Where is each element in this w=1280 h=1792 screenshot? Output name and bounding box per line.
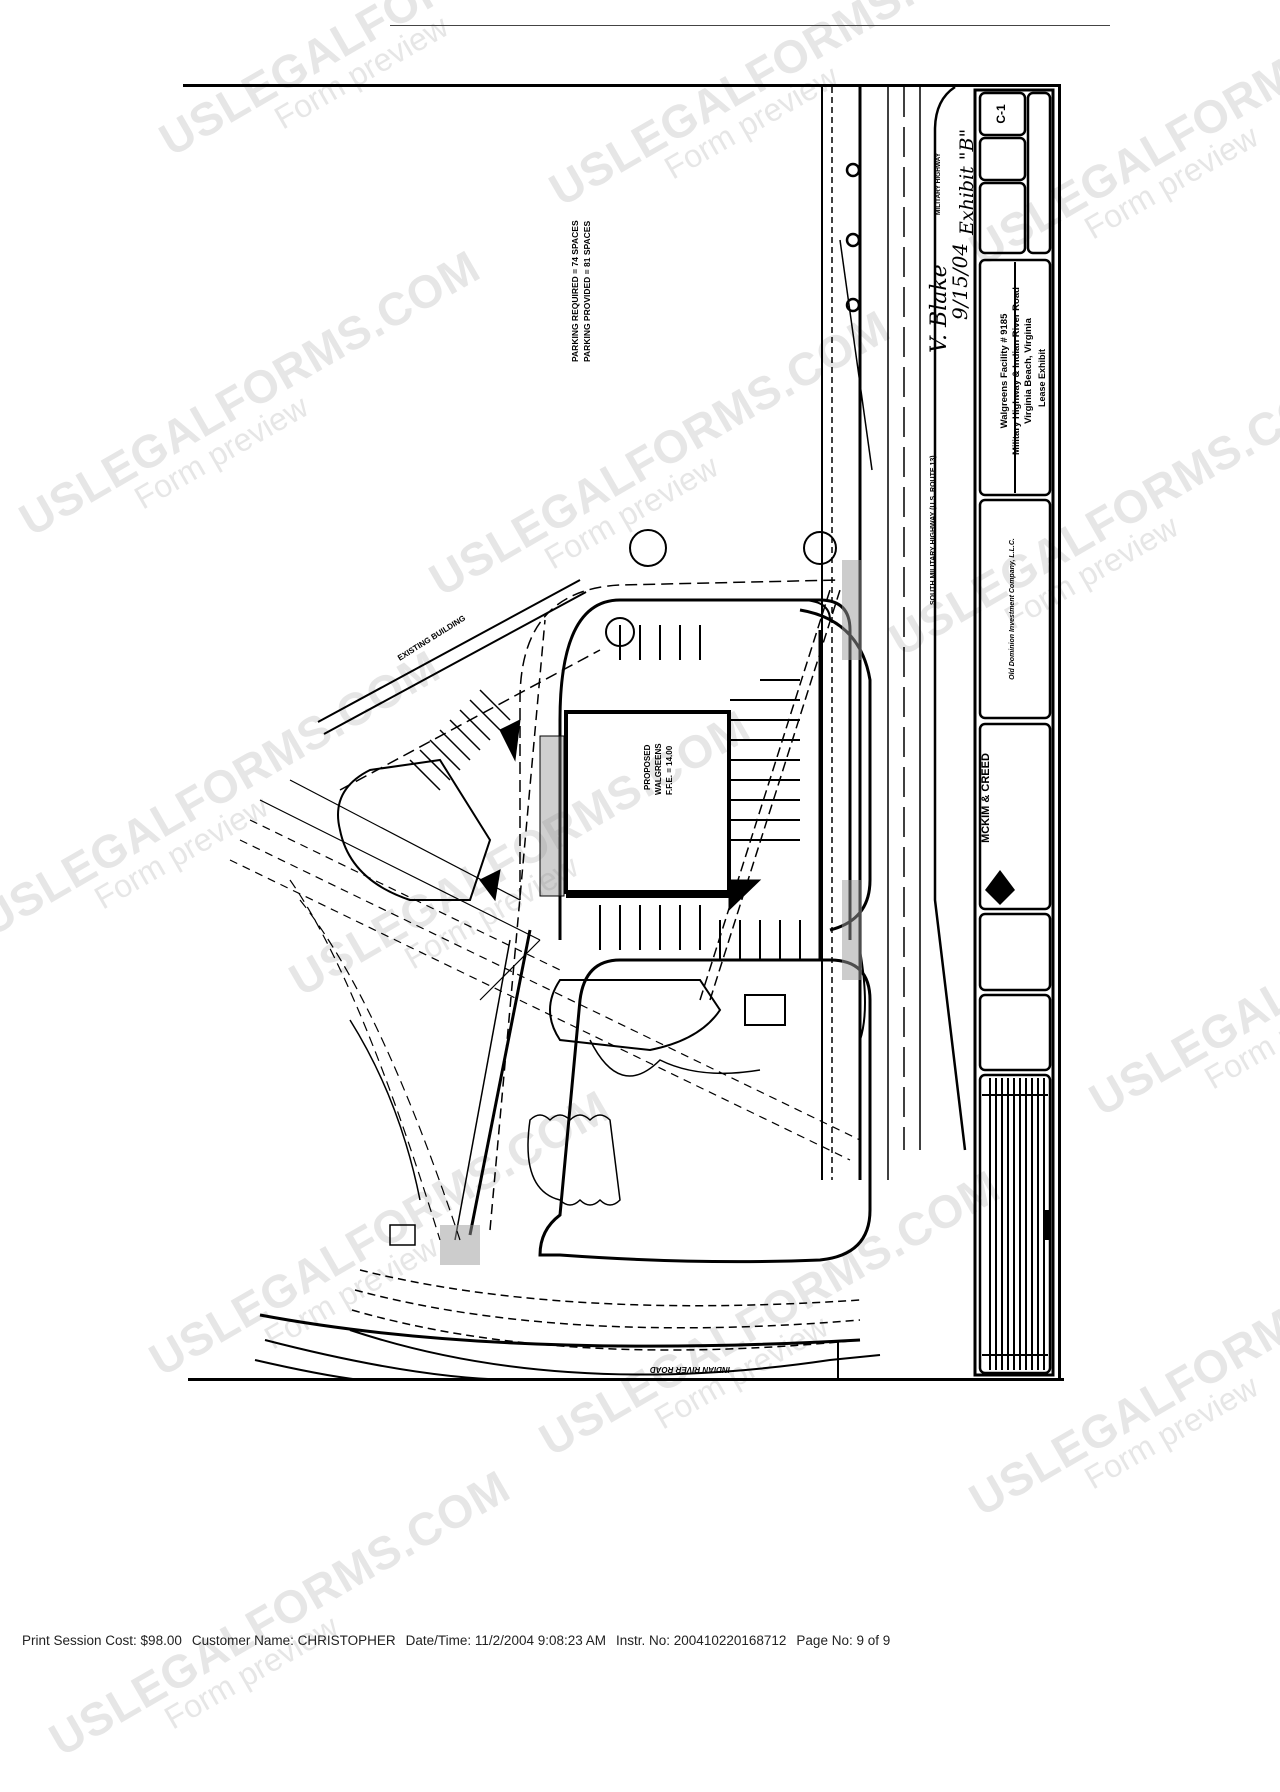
exhibit-annotation: Exhibit "B" [956, 128, 978, 235]
mckim-creed-logo-icon [985, 870, 1015, 905]
building-label-line3: F.F.E. = 14.00 [665, 745, 674, 795]
footer-cost: Print Session Cost: $98.00 [22, 1633, 182, 1648]
sheet-number: C-1 [994, 104, 1008, 124]
footer-customer: Customer Name: CHRISTOPHER [191, 1633, 396, 1648]
print-session-footer: Print Session Cost: $98.00 Customer Name:… [22, 1633, 900, 1648]
client-name: Old Dominion Investment Company, L.L.C. [1009, 538, 1016, 680]
drawing-frame-right [1058, 84, 1061, 1380]
project-title-line2: Military Highway & Indian River Road [1011, 287, 1022, 455]
building-label-line1: PROPOSED [643, 744, 652, 790]
footer-datetime: Date/Time: 11/2/2004 9:08:23 AM [405, 1633, 607, 1648]
drawing-title: Lease Exhibit [1037, 348, 1047, 408]
drawing-frame-bottom [188, 1378, 1064, 1381]
footer-instr: Instr. No: 200410220168712 [616, 1633, 787, 1648]
road-label-military-highway: MILITARY HIGHWAY [935, 152, 942, 215]
parking-required-note: PARKING REQUIRED = 74 SPACES [570, 220, 580, 362]
building-label-line2: WALGREENS [654, 743, 663, 795]
road-label-south-military-highway: SOUTH MILITARY HIGHWAY (U.S. ROUTE 13) [930, 455, 937, 605]
parking-provided-note: PARKING PROVIDED = 81 SPACES [582, 220, 592, 362]
site-plan-drawing [229, 85, 1055, 1381]
engineer-name: MCKIM & CREED [980, 753, 992, 843]
drawing-frame-top [183, 84, 1059, 87]
date-annotation: 9/15/04 [948, 242, 972, 320]
project-title-line3: Virginia Beach, Virginia [1023, 318, 1034, 424]
scan-header-line [390, 25, 1110, 26]
project-title-line1: Walgreens Facility # 9185 [999, 313, 1010, 429]
footer-page: Page No: 9 of 9 [796, 1633, 891, 1648]
road-label-indian-river-road: INDIAN RIVER ROAD [649, 1365, 730, 1374]
